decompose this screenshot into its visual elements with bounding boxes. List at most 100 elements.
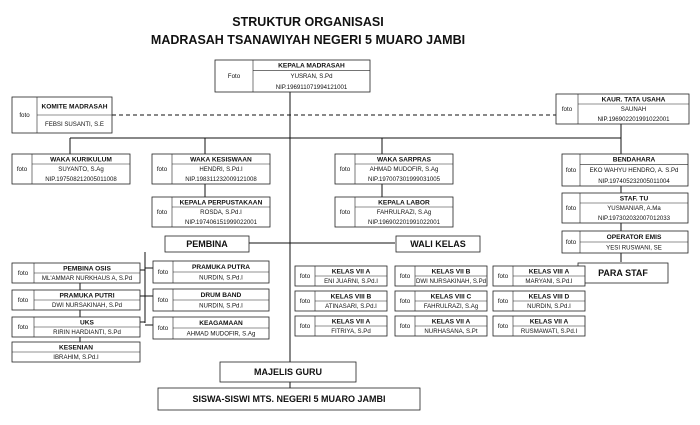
waka-kurikulum: foto WAKA KURIKULUM SUYANTO, S.AgNIP.19750… bbox=[11, 153, 131, 185]
bendahara-frame bbox=[561, 153, 689, 187]
wali-kelas-col2-0-title: KELAS VII B bbox=[432, 268, 471, 275]
wali-kelas-col3-1-photo: foto bbox=[498, 298, 509, 305]
bendahara-line-0: EKO WAHYU HENDRO, A. S.Pd bbox=[590, 167, 679, 174]
siswa-box: SISWA-SISWI MTS. NEGERI 5 MUARO JAMBI bbox=[157, 387, 421, 411]
wali-kelas-col3-0-photo: foto bbox=[498, 273, 509, 280]
wali-kelas-col3-0-line-0: MARYANI, S.Pd.I bbox=[525, 278, 572, 285]
kepala-madrasah-line-0: YUSRAN, S.Pd bbox=[291, 73, 333, 80]
bendahara-line-1: NIP.197405232005011004 bbox=[598, 178, 670, 185]
kepala-madrasah-frame bbox=[214, 59, 371, 93]
kepala-perpustakaan: foto KEPALA PERPUSTAKAAN ROSDA, S.Pd.I NIP.… bbox=[151, 196, 271, 228]
waka-sarpras: foto WAKA SARPRAS AHMAD MUDOFIR, S.AgNIP.1… bbox=[334, 153, 454, 185]
wali-kelas-col2-1-photo: foto bbox=[400, 298, 411, 305]
kepala-madrasah-line-1: NIP.196911071994121001 bbox=[276, 84, 348, 91]
pembina-right-0-line-0: NURDIN, S.Pd.I bbox=[199, 275, 243, 282]
kepala-labor-title: KEPALA LABOR bbox=[378, 199, 430, 206]
wali-kelas-col3-1-title: KELAS VIII D bbox=[529, 293, 570, 300]
waka-kurikulum-frame bbox=[11, 153, 131, 185]
kepala-labor-line-1: NIP.196902201991022001 bbox=[368, 219, 441, 226]
pembina-left-2-title: UKS bbox=[80, 319, 95, 326]
chart-title-line2: MADRASAH TSANAWIYAH NEGERI 5 MUARO JAMBI bbox=[151, 33, 465, 47]
wali-kelas-col2-2-photo: foto bbox=[400, 323, 411, 330]
wali-kelas-col3-2-line-0: RUSMAWATI, S.Pd.I bbox=[521, 328, 578, 335]
waka-kurikulum-line-1: NIP.197508212005011008 bbox=[45, 176, 117, 183]
kaur-tata-usaha-line-0: SAUNAH bbox=[621, 106, 646, 113]
wali-kelas-col1-0-photo: foto bbox=[300, 273, 311, 280]
wali-kelas-col1-2-line-0: FITRIYA, S.Pd bbox=[331, 328, 371, 335]
org-nodes: Foto KEPALA MADRASAH YUSRAN, S.PdNIP.19691… bbox=[11, 59, 690, 411]
majelis-guru-box-label: MAJELIS GURU bbox=[254, 367, 322, 377]
wali-kelas-col3-0-title: KELAS VIII A bbox=[529, 268, 570, 275]
waka-kesiswaan-photo: foto bbox=[157, 166, 168, 173]
wali-kelas-col3-2-photo: foto bbox=[498, 323, 509, 330]
wali-kelas-col1-1-line-0: ATINASARI, S.Pd.I bbox=[325, 303, 377, 310]
kepala-labor-line-0: FAHRULRAZI, S.Ag bbox=[377, 209, 432, 216]
kepala-madrasah: Foto KEPALA MADRASAH YUSRAN, S.PdNIP.19691… bbox=[214, 59, 371, 93]
wali-kelas-col3-2-title: KELAS VII A bbox=[530, 318, 569, 325]
wali-kelas-header: WALI KELAS bbox=[395, 235, 481, 253]
para-staf-box: PARA STAF bbox=[577, 262, 669, 284]
staf-tu-title: STAF. TU bbox=[620, 195, 649, 202]
wali-kelas-col1-0: foto KELAS VII A ENI JUARNI, S.Pd.I bbox=[294, 265, 388, 287]
pembina-left-2-line-0: RIRIN HARDIANTI, S.Pd bbox=[53, 329, 121, 336]
operator-emis-photo: foto bbox=[566, 239, 577, 246]
wali-kelas-header-frame bbox=[395, 235, 481, 253]
bendahara-photo: foto bbox=[566, 167, 577, 174]
pembina-left-0-line-0: ML'AMMAR NURKHAUS A, S.Pd bbox=[42, 275, 132, 282]
wali-kelas-col1-0-line-0: ENI JUARNI, S.Pd.I bbox=[324, 278, 378, 285]
connector-lines bbox=[69, 92, 622, 388]
waka-sarpras-line-0: AHMAD MUDOFIR, S.Ag bbox=[370, 166, 439, 173]
pembina-left-3-title: KESENIAN bbox=[59, 344, 93, 351]
waka-kurikulum-title: WAKA KURIKULUM bbox=[50, 156, 112, 163]
waka-kesiswaan-frame bbox=[151, 153, 271, 185]
waka-kurikulum-line-0: SUYANTO, S.Ag bbox=[58, 166, 104, 173]
pembina-right-0-title: PRAMUKA PUTRA bbox=[192, 264, 250, 271]
wali-kelas-col3-1: foto KELAS VIII D NURDIN, S.Pd.I bbox=[492, 290, 586, 312]
wali-kelas-col2-0-line-0: DWI NURSAKINAH, S.Pd bbox=[416, 278, 486, 285]
komite-madrasah-title: KOMITE MADRASAH bbox=[42, 103, 108, 110]
staf-tu-photo: foto bbox=[566, 205, 577, 212]
wali-kelas-col1-0-title: KELAS VII A bbox=[332, 268, 371, 275]
bendahara-title: BENDAHARA bbox=[613, 157, 656, 164]
waka-sarpras-title: WAKA SARPRAS bbox=[377, 156, 432, 163]
kepala-perpustakaan-title: KEPALA PERPUSTAKAAN bbox=[180, 199, 263, 206]
kepala-madrasah-title: KEPALA MADRASAH bbox=[278, 63, 345, 70]
pembina-left-0-photo: foto bbox=[18, 270, 29, 277]
waka-sarpras-photo: foto bbox=[340, 166, 351, 173]
wali-kelas-col1-1-photo: foto bbox=[300, 298, 311, 305]
pembina-right-0-photo: foto bbox=[158, 269, 169, 276]
wali-kelas-col2-1-title: KELAS VIII C bbox=[431, 293, 472, 300]
kepala-perpustakaan-photo: foto bbox=[157, 209, 168, 216]
pembina-left-2-photo: foto bbox=[18, 324, 29, 331]
pembina-header-label: PEMBINA bbox=[186, 239, 228, 249]
bendahara: foto BENDAHARA EKO WAHYU HENDRO, A. S.PdNI… bbox=[561, 153, 689, 187]
wali-kelas-col3-1-line-0: NURDIN, S.Pd.I bbox=[527, 303, 571, 310]
waka-sarpras-line-1: NIP.197007301999031005 bbox=[368, 176, 441, 183]
wali-kelas-col2-2-line-0: NURHASANA, S.Pt bbox=[424, 328, 477, 335]
pembina-left-2: foto UKS RIRIN HARDIANTI, S.Pd bbox=[11, 316, 141, 338]
kepala-perpustakaan-line-0: ROSDA, S.Pd.I bbox=[200, 209, 242, 216]
kepala-perpustakaan-line-1: NIP.197406151999022001 bbox=[185, 219, 258, 226]
pembina-left-0-title: PEMBINA OSIS bbox=[63, 265, 111, 272]
komite-madrasah-line-0: FEBSI SUSANTI, S.E bbox=[45, 121, 104, 128]
kepala-madrasah-photo: Foto bbox=[228, 73, 241, 80]
wali-kelas-col2-2-title: KELAS VII A bbox=[432, 318, 471, 325]
komite-madrasah: foto KOMITE MADRASAH FEBSI SUSANTI, S.E bbox=[11, 96, 113, 134]
pembina-left-1-line-0: DWI NURSAKINAH, S.Pd bbox=[52, 302, 122, 309]
waka-kesiswaan-line-1: NIP.198311232009121008 bbox=[185, 176, 257, 183]
staf-tu-line-1: NIP.197302032007012033 bbox=[598, 215, 671, 222]
operator-emis-line-0: YESI RUSWANI, SE bbox=[606, 245, 662, 252]
wali-kelas-col3-0: foto KELAS VIII A MARYANI, S.Pd.I bbox=[492, 265, 586, 287]
waka-kurikulum-photo: foto bbox=[17, 166, 28, 173]
pembina-right-2-photo: foto bbox=[158, 325, 169, 332]
kepala-labor-photo: foto bbox=[340, 209, 351, 216]
komite-madrasah-photo: foto bbox=[19, 112, 30, 119]
pembina-right-1-title: DRUM BAND bbox=[201, 292, 242, 299]
pembina-right-2-title: KEAGAMAAN bbox=[199, 320, 243, 327]
waka-kesiswaan-title: WAKA KESISWAAN bbox=[190, 156, 252, 163]
